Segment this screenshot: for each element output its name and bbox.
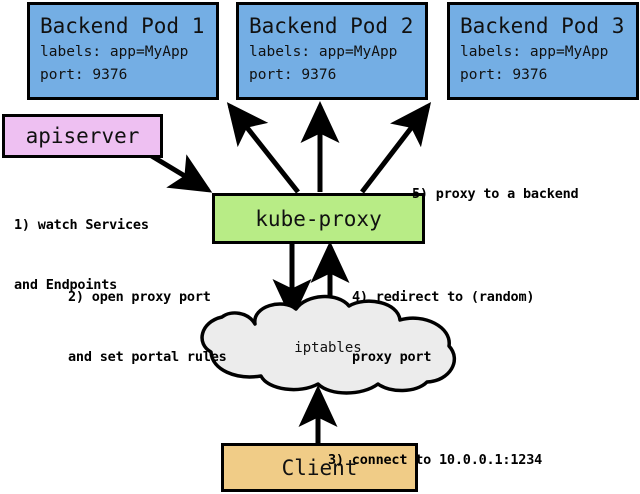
edge-label-watch-line2: and Endpoints <box>14 277 118 293</box>
backend-pod-2-port: port: 9376 <box>249 67 337 83</box>
backend-pod-3-labels: labels: app=MyApp <box>460 44 609 60</box>
backend-pod-3[interactable]: Backend Pod 3 labels: app=MyApp port: 93… <box>447 2 639 100</box>
backend-pod-2[interactable]: Backend Pod 2 labels: app=MyApp port: 93… <box>236 2 428 100</box>
edge-label-watch: 1) watch Services and Endpoints <box>14 175 149 335</box>
edge-label-watch-line1: 1) watch Services <box>14 217 149 233</box>
kubeproxy-title: kube-proxy <box>255 206 382 231</box>
backend-pod-3-title: Backend Pod 3 <box>460 14 625 38</box>
iptables-title: iptables <box>294 340 362 356</box>
kubeproxy-node[interactable]: kube-proxy <box>212 193 425 244</box>
edge-apiserver-to-kubeproxy <box>148 152 213 193</box>
backend-pod-2-title: Backend Pod 2 <box>249 14 414 38</box>
apiserver-title: apiserver <box>25 124 140 148</box>
iptables-node[interactable]: iptables <box>196 340 460 358</box>
backend-pod-1-labels: labels: app=MyApp <box>40 44 189 60</box>
edge-kubeproxy-to-pod3 <box>360 102 432 194</box>
edge-label-connect: 3) connect to 10.0.0.1:1234 <box>328 410 542 494</box>
backend-pod-3-port: port: 9376 <box>460 67 548 83</box>
iptables-cloud-shape <box>200 294 456 395</box>
edge-kubeproxy-to-pod1 <box>226 102 300 194</box>
edge-label-open-port-line2: and set portal rules <box>68 349 227 365</box>
edge-label-redirect-line1: 4) redirect to (random) <box>352 289 535 305</box>
backend-pod-1-port: port: 9376 <box>40 67 128 83</box>
backend-pod-1[interactable]: Backend Pod 1 labels: app=MyApp port: 93… <box>27 2 219 100</box>
client-title: Client <box>281 455 358 480</box>
edge-label-open-port: 2) open proxy port and set portal rules <box>68 247 227 407</box>
edge-label-proxy-backend-line1: 5) proxy to a backend <box>412 186 579 202</box>
backend-pod-1-title: Backend Pod 1 <box>40 14 205 38</box>
client-node[interactable]: Client <box>221 443 418 492</box>
edge-label-open-port-line1: 2) open proxy port <box>68 289 211 305</box>
backend-pod-2-labels: labels: app=MyApp <box>249 44 398 60</box>
edge-label-redirect: 4) redirect to (random) proxy port <box>352 247 535 407</box>
apiserver-node[interactable]: apiserver <box>2 114 163 158</box>
edge-label-redirect-line2: proxy port <box>352 349 432 365</box>
edge-label-connect-line1: 3) connect to 10.0.0.1:1234 <box>328 452 543 468</box>
edge-label-proxy-backend: 5) proxy to a backend <box>412 144 579 244</box>
